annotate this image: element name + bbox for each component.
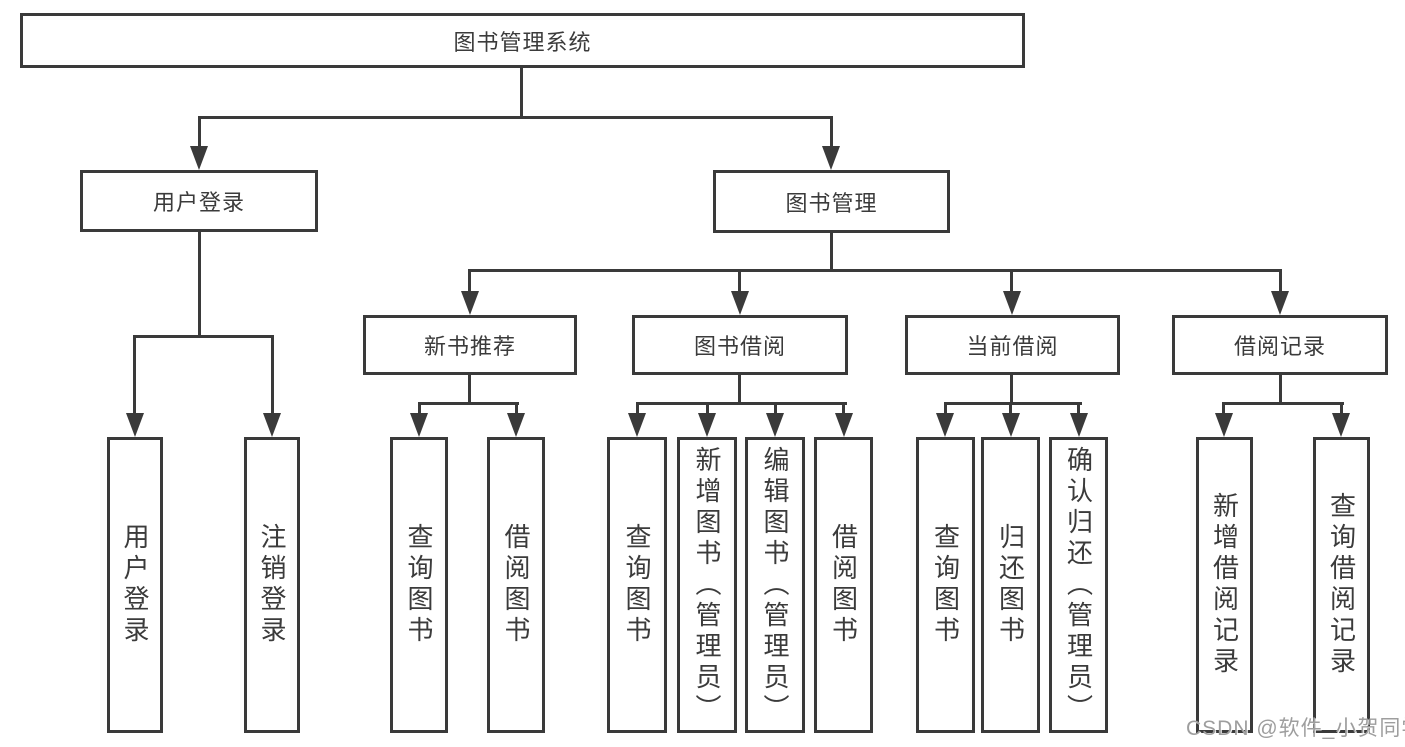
connector-v — [515, 402, 518, 416]
connector-v — [468, 269, 471, 293]
arrow-down-icon — [835, 413, 853, 437]
connector-h — [944, 402, 1082, 405]
leaf-query-books-recommend: 查询图书 — [390, 437, 448, 733]
leaf-query-borrow-record: 查询借阅记录 — [1313, 437, 1370, 733]
arrow-down-icon — [410, 413, 428, 437]
connector-v — [1009, 402, 1012, 416]
arrow-down-icon — [1070, 413, 1088, 437]
connector-v — [520, 66, 523, 119]
arrow-down-icon — [628, 413, 646, 437]
node-label: 用户登录 — [152, 190, 245, 215]
arrow-down-icon — [1332, 413, 1350, 437]
leaf-label: 查询图书 — [930, 523, 961, 647]
leaf-label: 归还图书 — [995, 523, 1026, 647]
connector-v — [1010, 269, 1013, 293]
connector-v — [468, 375, 471, 405]
arrow-down-icon — [766, 413, 784, 437]
connector-h — [636, 402, 847, 405]
leaf-label: 用户登录 — [120, 523, 150, 647]
node-library-system: 图书管理系统 — [20, 13, 1025, 68]
connector-v — [830, 116, 833, 148]
leaf-add-borrow-record: 新增借阅记录 — [1196, 437, 1253, 733]
connector-h — [418, 402, 519, 405]
connector-v — [1010, 375, 1013, 405]
connector-v — [636, 402, 639, 416]
connector-v — [133, 335, 136, 415]
leaf-query-books-borrow: 查询图书 — [607, 437, 667, 733]
connector-v — [198, 232, 201, 338]
node-label: 图书借阅 — [693, 334, 786, 359]
node-borrow-records: 借阅记录 — [1172, 315, 1388, 375]
arrow-down-icon — [507, 413, 525, 437]
connector-v — [944, 402, 947, 416]
connector-v — [774, 402, 777, 416]
arrow-down-icon — [190, 146, 208, 170]
leaf-label: 新增图书（管理员） — [692, 445, 722, 725]
connector-v — [1279, 375, 1282, 405]
connector-v — [1340, 402, 1343, 416]
leaf-user-login: 用户登录 — [107, 437, 163, 733]
leaf-borrow-books-recommend: 借阅图书 — [487, 437, 545, 733]
node-user-login: 用户登录 — [80, 170, 318, 232]
connector-h — [198, 116, 833, 119]
leaf-label: 借阅图书 — [828, 523, 859, 647]
connector-h — [468, 269, 1282, 272]
node-label: 图书管理系统 — [453, 29, 592, 55]
leaf-borrow-books: 借阅图书 — [814, 437, 873, 733]
connector-v — [1077, 402, 1080, 416]
connector-v — [842, 402, 845, 416]
node-book-borrow: 图书借阅 — [632, 315, 848, 375]
leaf-label: 编辑图书（管理员） — [760, 445, 790, 725]
arrow-down-icon — [126, 413, 144, 437]
connector-v — [198, 116, 201, 148]
connector-v — [1279, 269, 1282, 293]
node-label: 图书管理 — [785, 190, 878, 216]
node-label: 新书推荐 — [423, 334, 516, 359]
watermark: CSDN @软件_小贺同学 — [1186, 717, 1405, 740]
arrow-down-icon — [263, 413, 281, 437]
connector-v — [706, 402, 709, 416]
node-new-book-recommend: 新书推荐 — [363, 315, 577, 375]
connector-v — [418, 402, 421, 416]
arrow-down-icon — [461, 291, 479, 315]
leaf-label: 查询图书 — [404, 523, 434, 647]
arrow-down-icon — [698, 413, 716, 437]
leaf-label: 查询借阅记录 — [1326, 492, 1357, 678]
arrow-down-icon — [1002, 413, 1020, 437]
leaf-query-books-current: 查询图书 — [916, 437, 975, 733]
connector-v — [1222, 402, 1225, 416]
arrow-down-icon — [1271, 291, 1289, 315]
connector-v — [738, 375, 741, 405]
arrow-down-icon — [1003, 291, 1021, 315]
node-label: 当前借阅 — [966, 334, 1059, 359]
leaf-label: 借阅图书 — [501, 523, 531, 647]
leaf-add-book-admin: 新增图书（管理员） — [677, 437, 737, 733]
arrow-down-icon — [936, 413, 954, 437]
arrow-down-icon — [1215, 413, 1233, 437]
connector-v — [271, 335, 274, 415]
leaf-label: 注销登录 — [257, 523, 287, 647]
leaf-confirm-return-admin: 确认归还（管理员） — [1049, 437, 1108, 733]
connector-v — [830, 233, 833, 272]
leaf-edit-book-admin: 编辑图书（管理员） — [745, 437, 805, 733]
leaf-label: 确认归还（管理员） — [1063, 445, 1094, 725]
arrow-down-icon — [822, 146, 840, 170]
connector-v — [738, 269, 741, 293]
arrow-down-icon — [731, 291, 749, 315]
node-label: 借阅记录 — [1233, 334, 1326, 359]
node-current-borrow: 当前借阅 — [905, 315, 1120, 375]
connector-h — [1222, 402, 1344, 405]
leaf-label: 新增借阅记录 — [1209, 492, 1240, 678]
leaf-label: 查询图书 — [622, 523, 652, 647]
leaf-logout: 注销登录 — [244, 437, 300, 733]
node-book-management: 图书管理 — [713, 170, 950, 233]
connector-h — [133, 335, 274, 338]
leaf-return-books: 归还图书 — [981, 437, 1040, 733]
